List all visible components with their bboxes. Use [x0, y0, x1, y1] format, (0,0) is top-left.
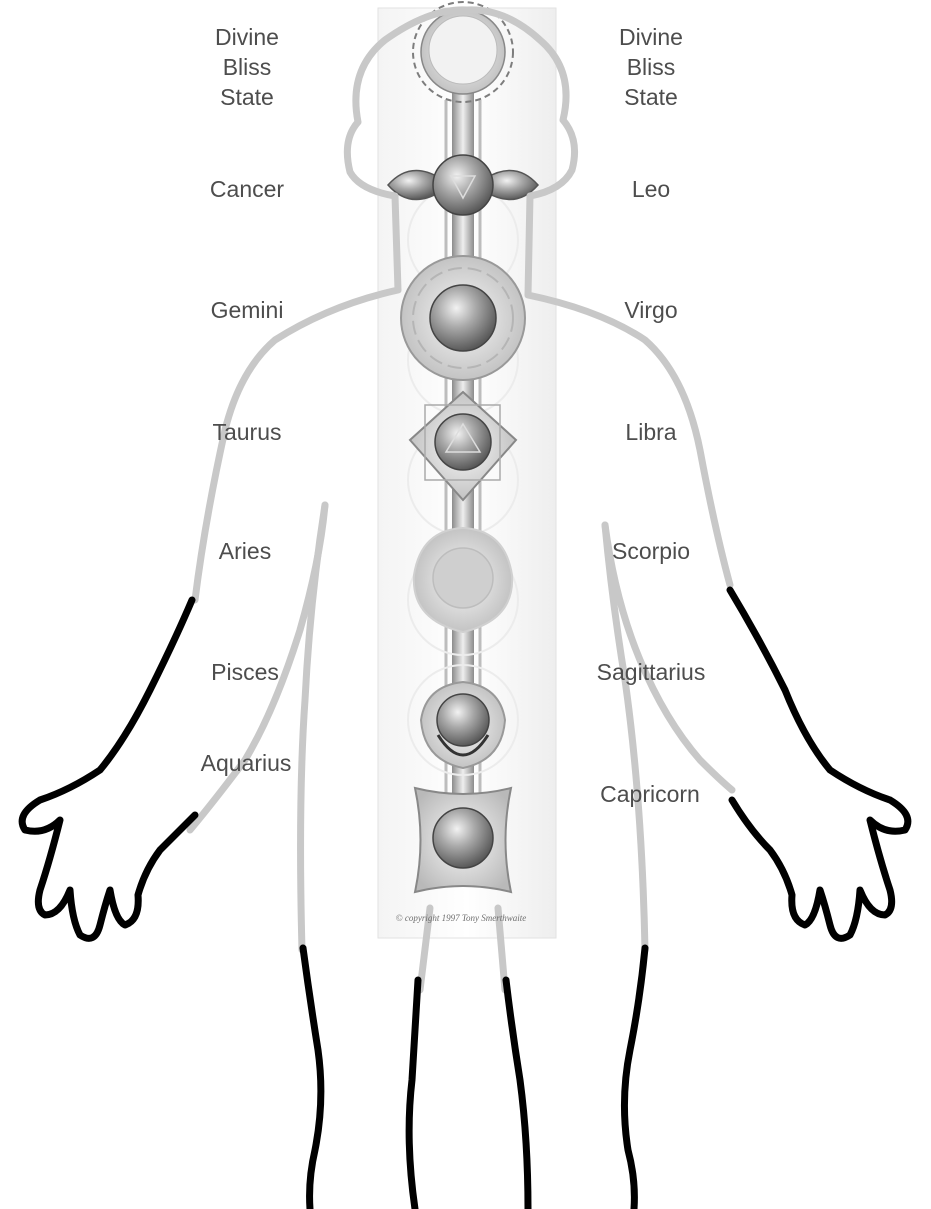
- right-label-brow: Leo: [632, 174, 670, 204]
- root-chakra-icon: [415, 788, 511, 892]
- right-label-solar: Scorpio: [612, 536, 690, 566]
- left-label-brow: Cancer: [210, 174, 284, 204]
- right-label-throat: Virgo: [624, 295, 677, 325]
- right-label-root: Capricorn: [600, 779, 700, 809]
- copyright-notice: © copyright 1997 Tony Smerthwaite: [396, 913, 527, 923]
- left-label-crown: Divine Bliss State: [215, 22, 279, 112]
- right-label-crown: Divine Bliss State: [619, 22, 683, 112]
- right-label-sacral: Sagittarius: [597, 657, 706, 687]
- left-label-heart: Taurus: [212, 417, 281, 447]
- left-label-root: Aquarius: [201, 748, 292, 778]
- right-label-heart: Libra: [625, 417, 676, 447]
- left-label-throat: Gemini: [211, 295, 284, 325]
- left-label-sacral: Pisces: [211, 657, 279, 687]
- left-label-solar: Aries: [219, 536, 271, 566]
- solar-plexus-chakra-icon: [414, 528, 512, 632]
- throat-chakra-icon: [401, 256, 525, 380]
